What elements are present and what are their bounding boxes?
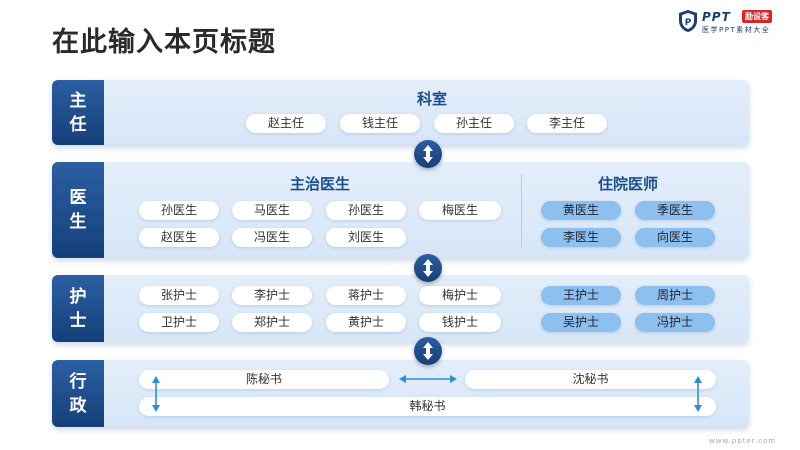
director-pill[interactable]: 钱主任 xyxy=(340,114,420,133)
resident-pill[interactable]: 黄医生 xyxy=(541,201,621,220)
attending-title: 主治医生 xyxy=(289,175,350,193)
divider xyxy=(521,174,522,248)
director-band: 主 任 xyxy=(52,80,749,145)
doctor-pill[interactable]: 赵医生 xyxy=(139,228,219,247)
logo-tag: 励设客 xyxy=(742,10,772,23)
resident-pill[interactable]: 向医生 xyxy=(635,228,715,247)
doctor-pill[interactable]: 梅医生 xyxy=(419,201,501,220)
page-title: 在此输入本页标题 xyxy=(52,27,276,58)
director-pill[interactable]: 孙主任 xyxy=(434,114,514,133)
nurse-pill[interactable]: 郑护士 xyxy=(232,313,312,332)
nurse-pill[interactable]: 钱护士 xyxy=(419,313,501,332)
doctor-pill[interactable]: 冯医生 xyxy=(232,228,312,247)
director-label: 主 任 xyxy=(52,80,104,145)
nurse-pill[interactable]: 蒋护士 xyxy=(326,286,406,305)
resident-pill[interactable]: 季医生 xyxy=(635,201,715,220)
logo-subtitle: 医学PPT素材大全 xyxy=(702,26,771,34)
secretary-pill[interactable]: 韩秘书 xyxy=(139,397,716,416)
connector-up-down-icon xyxy=(414,254,442,282)
svg-text:P: P xyxy=(685,18,692,28)
nurse-pill[interactable]: 张护士 xyxy=(139,286,219,305)
nurse-pill[interactable]: 黄护士 xyxy=(326,313,406,332)
nurse-pill[interactable]: 李护士 xyxy=(232,286,312,305)
resident-pill[interactable]: 李医生 xyxy=(541,228,621,247)
nurse-pill-blue[interactable]: 王护士 xyxy=(541,286,621,305)
horizontal-arrow-icon xyxy=(399,375,457,383)
logo: P PPT 励设客 医学PPT素材大全 xyxy=(678,9,796,39)
footer-url: www.ppter.com xyxy=(709,437,777,445)
director-pill[interactable]: 李主任 xyxy=(527,114,607,133)
doctor-pill[interactable]: 刘医生 xyxy=(326,228,406,247)
nurse-pill-blue[interactable]: 周护士 xyxy=(635,286,715,305)
doctor-label: 医 生 xyxy=(52,162,104,258)
logo-brand: PPT xyxy=(702,10,731,24)
vertical-arrow-icon xyxy=(694,376,702,412)
shield-icon: P xyxy=(679,10,697,32)
connector-up-down-icon xyxy=(414,337,442,365)
vertical-arrow-icon xyxy=(152,376,160,412)
doctor-pill[interactable]: 孙医生 xyxy=(139,201,219,220)
nurse-label: 护 士 xyxy=(52,275,104,342)
nurse-pill-blue[interactable]: 吴护士 xyxy=(541,313,621,332)
doctor-pill[interactable]: 孙医生 xyxy=(326,201,406,220)
connector-up-down-icon xyxy=(414,140,442,168)
admin-label: 行 政 xyxy=(52,360,104,427)
director-pill[interactable]: 赵主任 xyxy=(246,114,326,133)
nurse-pill[interactable]: 梅护士 xyxy=(419,286,501,305)
resident-title: 住院医师 xyxy=(597,175,658,193)
doctor-pill[interactable]: 马医生 xyxy=(232,201,312,220)
nurse-pill-blue[interactable]: 冯护士 xyxy=(635,313,715,332)
secretary-pill[interactable]: 陈秘书 xyxy=(139,370,389,389)
department-title: 科室 xyxy=(416,90,447,108)
secretary-pill[interactable]: 沈秘书 xyxy=(465,370,716,389)
nurse-pill[interactable]: 卫护士 xyxy=(139,313,219,332)
